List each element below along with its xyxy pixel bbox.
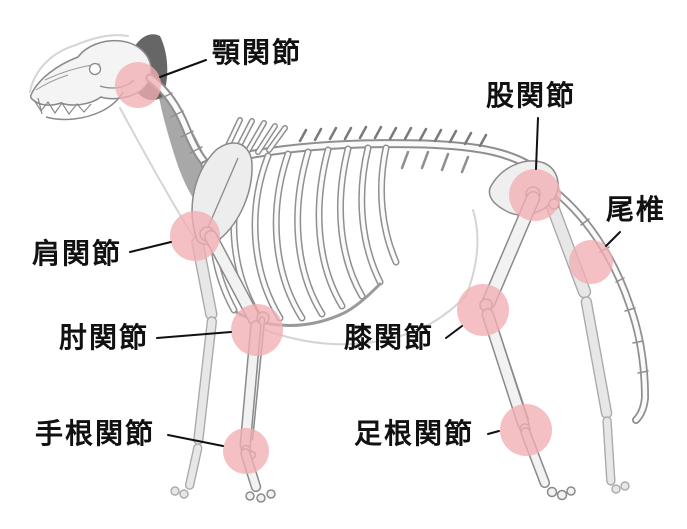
highlight-elbow-joint bbox=[231, 304, 283, 356]
label-elbow-joint: 肘関節 bbox=[59, 321, 150, 354]
highlight-knee-joint bbox=[457, 284, 509, 336]
leader-line-shoulder bbox=[129, 241, 172, 253]
leader-line-carpal bbox=[167, 434, 224, 447]
label-knee-joint: 膝関節 bbox=[344, 321, 435, 354]
highlight-tail-vertebrae bbox=[569, 240, 613, 284]
neck-vertebrae bbox=[145, 73, 211, 169]
lumbar-processes bbox=[400, 150, 470, 174]
far-front-leg bbox=[170, 236, 218, 499]
withers-spines bbox=[219, 117, 288, 161]
label-tarsal-joint: 足根関節 bbox=[354, 417, 475, 450]
label-carpal-joint: 手根関節 bbox=[35, 417, 156, 450]
label-tail-vertebrae: 尾椎 bbox=[606, 193, 667, 226]
highlight-shoulder-joint bbox=[170, 211, 220, 261]
leader-line-tarsal bbox=[487, 430, 500, 435]
label-jaw-joint: 顎関節 bbox=[212, 36, 303, 69]
leader-line-elbow bbox=[156, 331, 232, 339]
leader-line-knee bbox=[445, 325, 463, 339]
leader-line-tail bbox=[605, 231, 621, 247]
leader-line-jaw bbox=[159, 59, 207, 78]
leader-lines bbox=[129, 59, 621, 447]
tail-vertebrae bbox=[544, 182, 650, 424]
highlight-hip-joint bbox=[509, 169, 561, 221]
far-hind-leg bbox=[544, 195, 630, 494]
label-shoulder-joint: 肩関節 bbox=[32, 237, 123, 270]
highlight-jaw-joint bbox=[115, 62, 161, 108]
leader-line-hip bbox=[535, 117, 539, 170]
label-hip-joint: 股関節 bbox=[486, 79, 577, 112]
teeth bbox=[33, 99, 92, 116]
lower-jaw bbox=[45, 91, 124, 121]
eye-socket bbox=[88, 62, 102, 76]
highlight-carpal-joint bbox=[223, 428, 269, 474]
highlight-tarsal-joint bbox=[500, 404, 552, 456]
spine bbox=[200, 117, 547, 179]
vertebral-ticks bbox=[298, 125, 488, 148]
joint-highlights bbox=[115, 62, 613, 474]
